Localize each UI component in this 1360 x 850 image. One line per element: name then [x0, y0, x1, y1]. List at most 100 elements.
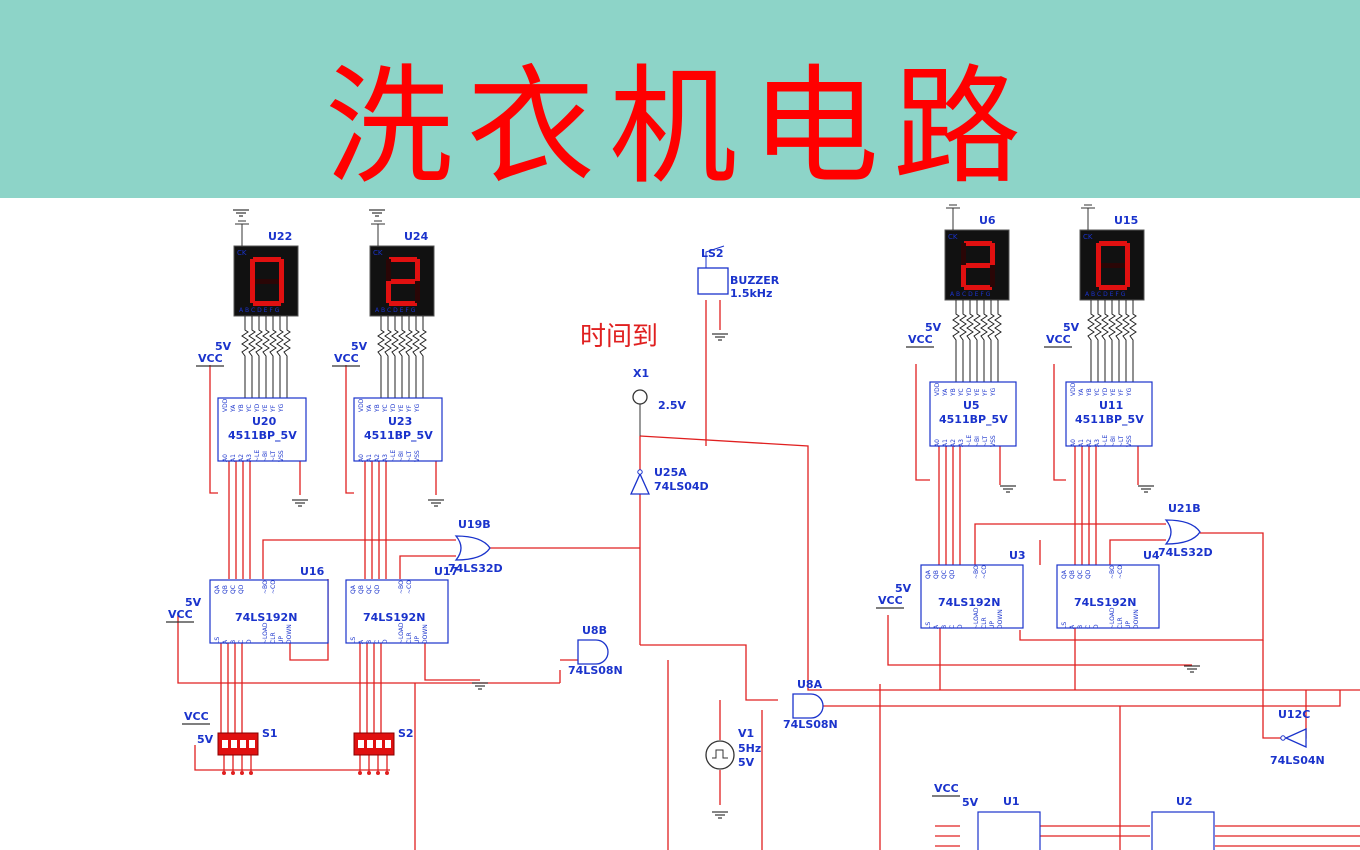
- decoder-ic-pin-label: VDD: [934, 382, 941, 396]
- counter-ic-body: [920, 564, 1024, 629]
- counter-ic-part: 74LS192N: [235, 611, 297, 624]
- decoder-ic-pin-label: A2: [238, 454, 245, 462]
- segment-g: [1099, 263, 1127, 268]
- not-bubble: [1280, 735, 1286, 741]
- decoder-ic-pin-label: ~BI: [1110, 436, 1117, 447]
- seven-segment-display: CKA B C D E F G: [1079, 229, 1145, 301]
- decoder-ic-pin-label: A3: [1094, 439, 1101, 447]
- seven-segment-display: CK A B C D E F G: [369, 245, 435, 317]
- gate-ref: U19B: [458, 518, 491, 531]
- segment-c: [990, 265, 995, 287]
- bottom-ic-ref: U2: [1176, 795, 1193, 808]
- resistor: [412, 316, 420, 398]
- or-gate: [1164, 519, 1201, 545]
- decoder-ic-pin-label: YE: [1110, 388, 1117, 397]
- resistor: [377, 316, 385, 398]
- vcc-label: VCC: [334, 352, 359, 365]
- junction: [231, 771, 235, 775]
- resistor: [262, 316, 270, 398]
- decoder-ic-pin-label: YE: [262, 404, 269, 413]
- vcc-label: VCC: [184, 710, 209, 723]
- segment-d: [1099, 285, 1127, 290]
- counter-ic-pin-label: QB: [358, 585, 365, 594]
- segment-c: [415, 281, 420, 303]
- bottom-ic-body: [1151, 811, 1215, 850]
- decoder-ic-pin-label: ~LE: [966, 435, 973, 447]
- supply-volt-label: 5V: [895, 582, 912, 595]
- display-pin-labels: A B C D E F G: [239, 307, 280, 314]
- probe-lamp: [632, 389, 648, 405]
- decoder-ic-pin-label: ~LE: [254, 450, 261, 462]
- counter-ic-pin-label: ~CO: [1117, 565, 1124, 579]
- resistor: [248, 316, 256, 398]
- supply-volt-label: 5V: [197, 733, 214, 746]
- resistor: [1101, 300, 1109, 382]
- decoder-ic-pin-label: A0: [934, 439, 941, 447]
- counter-ic-pin-label: ~CO: [406, 580, 413, 594]
- segment-d: [389, 301, 417, 306]
- segment-c: [1125, 265, 1130, 287]
- counter-ic-pin-label: UP: [1125, 621, 1132, 629]
- decoder-ic-body: [353, 397, 443, 462]
- dip-switch-lever: [385, 740, 391, 748]
- counter-ic-pin-label: UP: [989, 621, 996, 629]
- supply-volt-label: 5V: [925, 321, 942, 334]
- counter-ic-pin-label: QB: [222, 585, 229, 594]
- wire: [194, 745, 390, 771]
- decoder-ic-pin-label: YB: [238, 404, 245, 413]
- buzzer-freq: 1.5kHz: [730, 287, 772, 300]
- decoder-ic-ref: U20: [252, 415, 277, 428]
- counter-ic-pin-label: A: [222, 639, 229, 644]
- counter-ic-part: 74LS192N: [938, 596, 1000, 609]
- dip-switch-lever: [358, 740, 364, 748]
- dip-switch-body: [353, 732, 395, 756]
- decoder-ic-body: [1065, 381, 1153, 447]
- segment-b: [279, 259, 284, 281]
- decoder-ic-pin-label: VDD: [358, 398, 365, 412]
- dip-switch-lever: [376, 740, 382, 748]
- wire: [640, 644, 778, 701]
- counter-ic-body: [345, 579, 449, 644]
- display-ref: U22: [268, 230, 292, 243]
- counter-ic-pin-label: DOWN: [286, 624, 293, 644]
- resistor: [283, 316, 291, 398]
- gate-part: 74LS32D: [448, 562, 503, 575]
- counter-ic-pin-label: QC: [366, 585, 373, 594]
- decoder-ic-pin-label: A3: [958, 439, 965, 447]
- decoder-ic-pin-label: YG: [278, 403, 285, 413]
- counter-ic-pin-label: ~LOAD: [1109, 607, 1116, 629]
- decoder-ic-pin-label: A2: [1086, 439, 1093, 447]
- supply-volt-label: 5V: [962, 796, 979, 809]
- segment-e: [1096, 265, 1101, 287]
- counter-ref: U16: [300, 565, 325, 578]
- decoder-ic-ref: U11: [1099, 399, 1123, 412]
- and-gate: [792, 693, 824, 719]
- display-ck-label: CK: [948, 233, 958, 241]
- display-pin-labels: A B C D E F G: [375, 307, 416, 314]
- counter-ic-pin-label: CLR: [1117, 617, 1124, 629]
- counter-ic-pin-label: B: [230, 640, 237, 644]
- display-ck-label: CK: [373, 249, 383, 257]
- counter-ic-pin-label: ~LOAD: [262, 622, 269, 644]
- display-ref: U15: [1114, 214, 1138, 227]
- not-bubble: [637, 469, 643, 475]
- decoder-ic-pin-label: ~LT: [406, 450, 413, 462]
- decoder-ic-pin-label: YA: [1078, 388, 1085, 397]
- buzzer-icon: [705, 245, 725, 268]
- decoder-ic-pin-label: YF: [270, 404, 277, 413]
- or-gate: [454, 535, 491, 561]
- decoder-ic-pin-label: VDD: [1070, 382, 1077, 396]
- counter-ic-pin-label: DOWN: [997, 609, 1004, 629]
- decoder-ic-pin-label: ~LT: [270, 450, 277, 462]
- decoder-ic-pin-label: YB: [950, 388, 957, 397]
- decoder-ic-pin-label: A1: [1078, 439, 1085, 447]
- counter-ic-pin-label: ~BO: [973, 565, 980, 579]
- gate-part: 74LS04D: [654, 480, 709, 493]
- decoder-ic-pin-label: A0: [222, 454, 229, 462]
- junction: [358, 771, 362, 775]
- counter-ic-pin-label: QD: [238, 584, 245, 594]
- resistor: [255, 316, 263, 398]
